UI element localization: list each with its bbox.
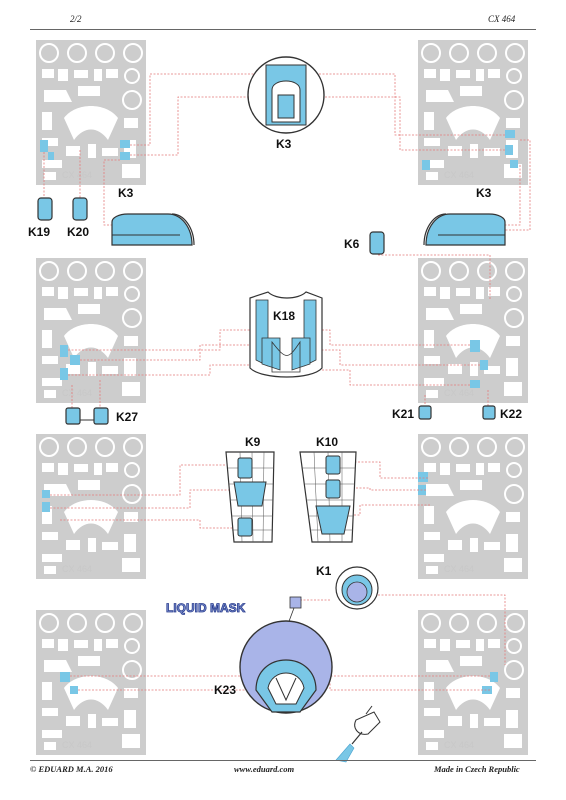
product-code: CX 464 — [488, 14, 516, 24]
k3-canopy-right — [423, 213, 506, 246]
sheet-code: CX 464 — [444, 388, 474, 398]
label-k21: K21 — [392, 407, 414, 421]
label-k22: K22 — [500, 407, 522, 421]
mask-k21 — [418, 405, 432, 420]
mask-k22 — [482, 405, 496, 420]
mask-k10 — [299, 451, 357, 543]
origin-text: Made in Czech Republic — [434, 764, 520, 774]
mask-sheet-r2-left — [35, 257, 147, 404]
copyright: © EDUARD M.A. 2016 — [30, 764, 113, 774]
label-k3-top: K3 — [276, 137, 292, 151]
mask-sheet-r1-left — [35, 39, 147, 186]
mask-k20 — [72, 197, 88, 221]
sheet-code: CX 464 — [62, 388, 92, 398]
label-k23: K23 — [214, 683, 236, 697]
label-k3-left: K3 — [118, 186, 134, 200]
mask-sheet-r3-right — [417, 433, 529, 580]
label-k20: K20 — [67, 225, 89, 239]
mask-sheet-r3-left — [35, 433, 147, 580]
mask-k18 — [249, 291, 323, 378]
k3-detail-circle — [247, 56, 325, 134]
mask-k6 — [369, 231, 385, 255]
page-number: 2/2 — [70, 14, 82, 24]
liquid-mask-label: LIQUID MASK — [166, 601, 246, 615]
sheet-code: CX 464 — [444, 564, 474, 574]
website-link[interactable]: www.eduard.com — [234, 764, 295, 774]
mask-k23 — [239, 620, 333, 714]
label-k27: K27 — [116, 410, 138, 424]
label-k18: K18 — [273, 309, 295, 323]
label-k6: K6 — [344, 237, 360, 251]
mask-sheet-r4-right — [417, 609, 529, 756]
airbrush-icon — [335, 705, 381, 763]
sheet-code: CX 464 — [62, 170, 92, 180]
highlighted-masks — [40, 130, 518, 694]
mask-k9 — [225, 451, 275, 543]
label-k9: K9 — [245, 435, 261, 449]
label-k3-right: K3 — [476, 186, 492, 200]
k3-canopy-left — [111, 213, 195, 246]
label-k19: K19 — [28, 225, 50, 239]
sheet-code: CX 464 — [444, 740, 474, 750]
label-k1: K1 — [316, 564, 332, 578]
header-rule — [30, 29, 536, 30]
mask-k27 — [65, 407, 109, 425]
mask-sheet-r4-left — [35, 609, 147, 756]
mask-k1 — [335, 566, 379, 610]
sheet-code: CX 464 — [444, 170, 474, 180]
label-k10: K10 — [316, 435, 338, 449]
footer-rule — [30, 760, 536, 761]
liquid-mask-swatch — [289, 596, 302, 609]
sheet-code: CX 464 — [62, 564, 92, 574]
sheet-code: CX 464 — [62, 740, 92, 750]
mask-k19 — [37, 197, 53, 221]
